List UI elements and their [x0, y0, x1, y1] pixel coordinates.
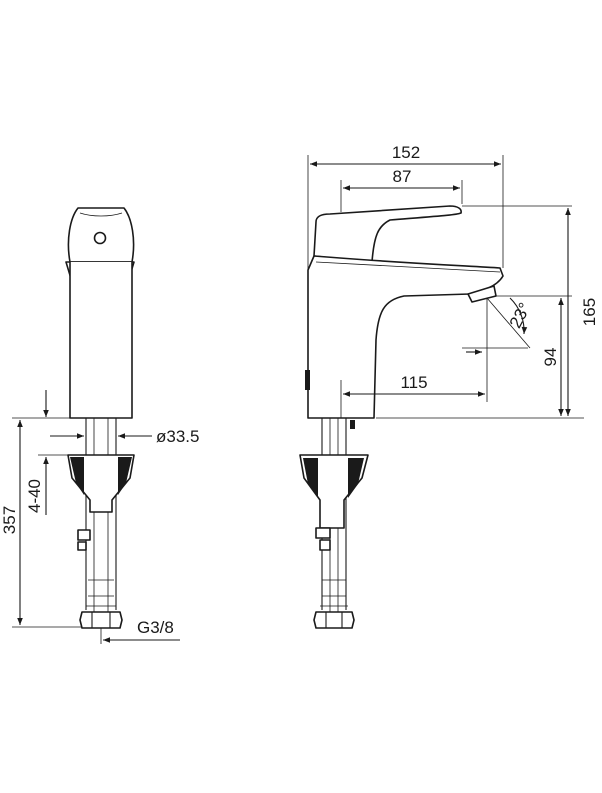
- lever-length-label: 87: [393, 167, 412, 186]
- lever-angle-label: 23°: [506, 300, 535, 332]
- side-view-dimensions: [307, 155, 584, 419]
- hose-length-label: 357: [0, 506, 19, 534]
- connection-thread-label: G3/8: [137, 618, 174, 637]
- front-view: [65, 207, 135, 629]
- hole-diameter-label: ø33.5: [156, 427, 199, 446]
- overall-length-label: 152: [392, 143, 420, 162]
- spout-height-label: 94: [541, 348, 560, 367]
- deck-thickness-label: 4-40: [25, 479, 44, 513]
- side-view: [299, 205, 504, 629]
- spout-reach-label: 115: [400, 373, 427, 392]
- front-view-dimensions: [12, 390, 180, 644]
- overall-height-label: 165: [580, 298, 599, 326]
